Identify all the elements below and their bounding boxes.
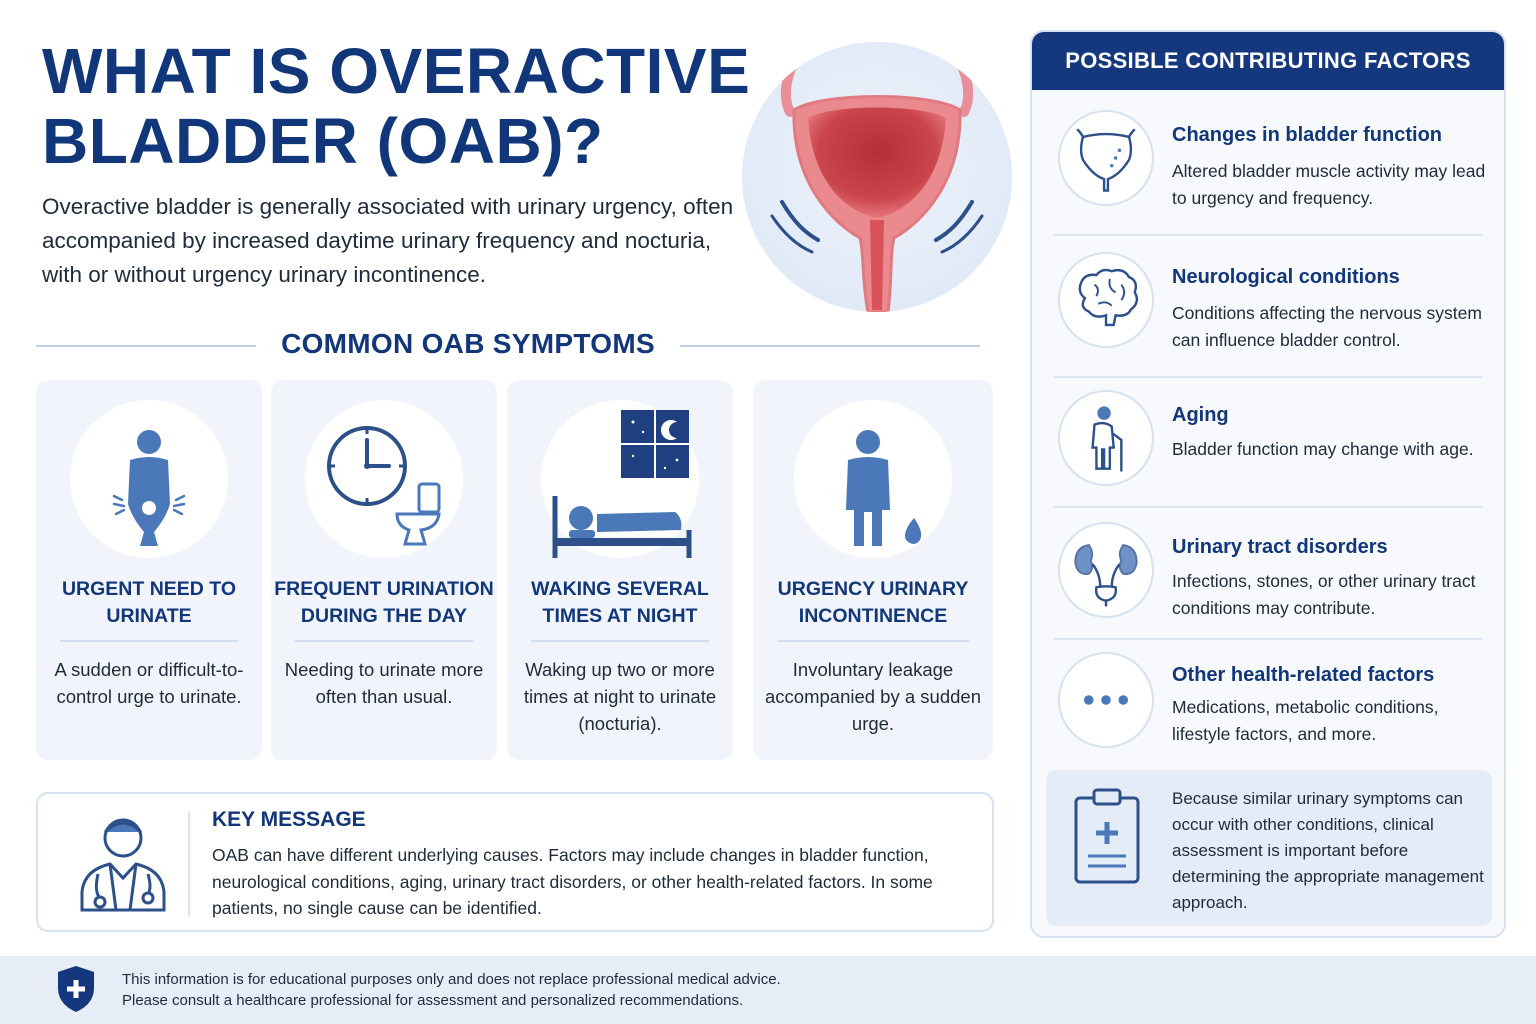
- factor-title: Changes in bladder function: [1172, 124, 1443, 146]
- ellipsis-icon: [1058, 652, 1154, 748]
- factors-heading: POSSIBLE CONTRIBUTING FACTORS: [1032, 32, 1504, 90]
- symptom-card-frequency: FREQUENT URINATION DURING THE DAY Needin…: [271, 380, 497, 760]
- symptom-card-night: WAKING SEVERAL TIMES AT NIGHT Waking up …: [507, 380, 733, 760]
- kidneys-icon: [1058, 522, 1154, 618]
- disclaimer-line-2: Please consult a healthcare professional…: [122, 992, 744, 1009]
- disclaimer-text: This information is for educational purp…: [122, 969, 1022, 1011]
- factor-separator: [1054, 376, 1482, 378]
- shield-plus-icon: [54, 964, 98, 1014]
- factor-description: Altered bladder muscle activity may lead…: [1172, 161, 1486, 208]
- bed-night-icon: [541, 400, 699, 566]
- card-divider: [60, 640, 238, 642]
- clock-toilet-icon: [305, 400, 463, 558]
- person-droplet-icon: [794, 400, 952, 558]
- bladder-icon: [1058, 110, 1154, 206]
- intro-text: Overactive bladder is generally associat…: [42, 194, 734, 287]
- contributing-factors-panel: POSSIBLE CONTRIBUTING FACTORS Changes in…: [1030, 30, 1506, 938]
- key-message-title: KEY MESSAGE: [212, 808, 366, 831]
- factor-separator: [1054, 506, 1482, 508]
- key-message-divider: [188, 812, 190, 916]
- factor-separator: [1054, 234, 1482, 236]
- elderly-person-icon: [1058, 390, 1154, 486]
- symptom-description: Involuntary leakage accompanied by a sud…: [765, 659, 981, 734]
- key-message-body: OAB can have different underlying causes…: [212, 845, 933, 918]
- symptom-title: URGENCY URINARY INCONTINENCE: [777, 578, 969, 627]
- factor-description: Conditions affecting the nervous system …: [1172, 303, 1482, 350]
- factor-title: Urinary tract disorders: [1172, 536, 1388, 558]
- clinical-assessment-note: Because similar urinary symptoms can occ…: [1046, 770, 1492, 926]
- heading-rule-left: [36, 345, 256, 347]
- note-text: Because similar urinary symptoms can occ…: [1172, 789, 1484, 912]
- symptom-description: Needing to urinate more often than usual…: [284, 659, 484, 707]
- factor-title: Neurological conditions: [1172, 266, 1400, 288]
- clipboard-medical-icon: [1072, 788, 1142, 888]
- symptom-description: Waking up two or more times at night to …: [523, 659, 717, 734]
- doctor-icon: [68, 802, 178, 922]
- disclaimer-line-1: This information is for educational purp…: [122, 971, 781, 988]
- symptom-title: URGENT NEED TO URINATE: [61, 578, 237, 627]
- card-divider: [295, 640, 473, 642]
- factor-description: Bladder function may change with age.: [1172, 439, 1474, 459]
- symptom-title: FREQUENT URINATION DURING THE DAY: [274, 578, 494, 627]
- factor-title: Aging: [1172, 404, 1229, 426]
- disclaimer-footer: This information is for educational purp…: [0, 956, 1536, 1024]
- page-title: WHAT IS OVERACTIVE BLADDER (OAB)?: [42, 35, 751, 177]
- factor-description: Infections, stones, or other urinary tra…: [1172, 571, 1476, 618]
- symptom-card-urgency: URGENT NEED TO URINATE A sudden or diffi…: [36, 380, 262, 760]
- symptom-description: A sudden or difficult-to-control urge to…: [54, 659, 244, 707]
- card-divider: [777, 640, 969, 642]
- person-holding-urge-icon: [70, 400, 228, 558]
- bladder-anatomy-icon: [770, 47, 984, 312]
- factor-description: Medications, metabolic conditions, lifes…: [1172, 697, 1439, 744]
- symptom-card-incontinence: URGENCY URINARY INCONTINENCE Involuntary…: [753, 380, 993, 760]
- bladder-illustration: [742, 42, 1012, 312]
- factor-title: Other health-related factors: [1172, 664, 1435, 686]
- symptoms-heading: COMMON OAB SYMPTOMS: [36, 326, 980, 366]
- card-divider: [531, 640, 709, 642]
- key-message-box: KEY MESSAGE OAB can have different under…: [36, 792, 994, 932]
- factor-separator: [1054, 638, 1482, 640]
- symptom-title: WAKING SEVERAL TIMES AT NIGHT: [531, 578, 709, 627]
- symptoms-heading-text: COMMON OAB SYMPTOMS: [281, 328, 655, 359]
- brain-icon: [1058, 252, 1154, 348]
- heading-rule-right: [680, 345, 980, 347]
